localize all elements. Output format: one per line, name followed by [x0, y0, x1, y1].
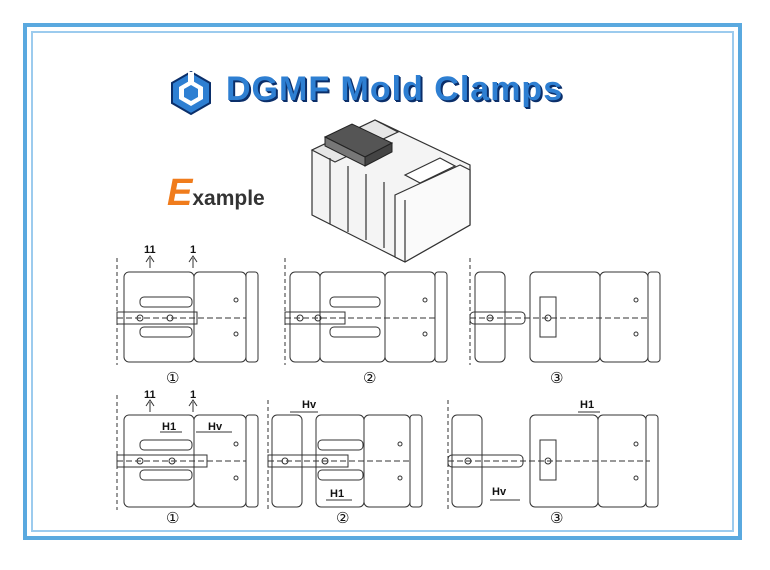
example-heading: Example — [167, 172, 265, 215]
dimension-hv-label: Hv — [302, 399, 317, 411]
mold-illustration — [310, 119, 471, 263]
panel-row2-step2 — [267, 400, 423, 510]
arrow-label-1: 1 — [190, 389, 196, 401]
step-number: ① — [166, 369, 179, 387]
step-number: ② — [363, 369, 376, 387]
example-initial: E — [167, 172, 193, 214]
step-number: ③ — [550, 369, 563, 387]
panel-row1-step2 — [284, 258, 448, 365]
dimension-h1-label: H1 — [162, 421, 176, 433]
example-rest: xample — [192, 187, 265, 210]
arrow-label-11: 11 — [144, 389, 156, 401]
step-number: ② — [336, 509, 349, 527]
panel-row2-step1 — [116, 395, 259, 510]
outer-frame — [23, 23, 742, 540]
panel-row1-step1 — [116, 258, 259, 365]
arrow-up-icon — [145, 255, 198, 268]
dimension-h1-label: H1 — [330, 488, 344, 500]
inner-frame — [31, 31, 734, 532]
dimension-hv-label: Hv — [208, 421, 223, 433]
step-number: ③ — [550, 509, 563, 527]
arrow-up-icon — [145, 399, 198, 412]
clamp-unit — [323, 123, 394, 167]
arrow-label-11: 11 — [144, 244, 156, 256]
dimension-h1-label: H1 — [580, 399, 594, 411]
panel-row2-step3 — [447, 400, 659, 510]
dgmf-logo-icon — [168, 70, 214, 121]
panel-row1-step3 — [469, 258, 661, 365]
dimension-hv-label: Hv — [492, 486, 507, 498]
arrow-label-1: 1 — [190, 244, 196, 256]
step-number: ① — [166, 509, 179, 527]
page-title: DGMF Mold Clamps — [226, 70, 564, 108]
